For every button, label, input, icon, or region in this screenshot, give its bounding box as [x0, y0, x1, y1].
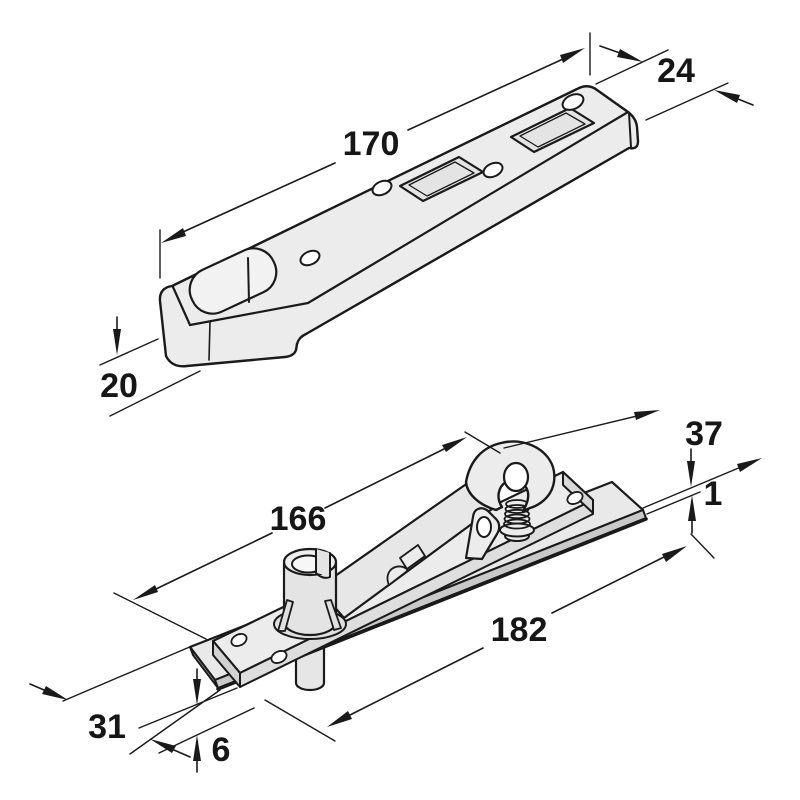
cutout-right — [509, 106, 596, 154]
floor-pivot-assembly — [188, 440, 648, 692]
dim-base-length-182: 182 — [264, 533, 715, 742]
dim-label-20: 20 — [100, 367, 138, 405]
dim-label-31: 31 — [88, 708, 126, 746]
screw-hole — [270, 650, 288, 664]
dim-label-182: 182 — [491, 611, 548, 649]
dim-label-37: 37 — [685, 415, 723, 453]
dim-plate-length-166: 166 — [113, 431, 501, 640]
spring — [499, 499, 535, 542]
dim-length-170: 170 — [159, 32, 591, 279]
dim-thickness-20: 20 — [99, 316, 201, 417]
fin — [277, 599, 294, 632]
dim-width-24: 24 — [595, 45, 754, 121]
screw-hole — [566, 491, 584, 505]
top-pivot-bar — [158, 85, 640, 368]
screw-hole — [371, 179, 393, 197]
dim-label-1: 1 — [704, 475, 723, 513]
screw-hole — [561, 93, 585, 111]
screw-hole — [230, 633, 248, 647]
fin — [324, 599, 342, 631]
dim-stack-6: 6 — [138, 668, 255, 773]
dim-label-24: 24 — [657, 52, 695, 90]
oblong-slot — [188, 247, 278, 315]
dim-width-31: 31 — [29, 645, 221, 758]
dim-label-170: 170 — [343, 125, 400, 163]
dim-height-37: 37 — [503, 410, 723, 487]
screw-hole — [482, 161, 504, 179]
dim-shim-1: 1 — [642, 458, 762, 534]
dim-label-6: 6 — [212, 731, 231, 769]
screw-hole — [299, 249, 321, 267]
dim-label-166: 166 — [270, 500, 327, 538]
